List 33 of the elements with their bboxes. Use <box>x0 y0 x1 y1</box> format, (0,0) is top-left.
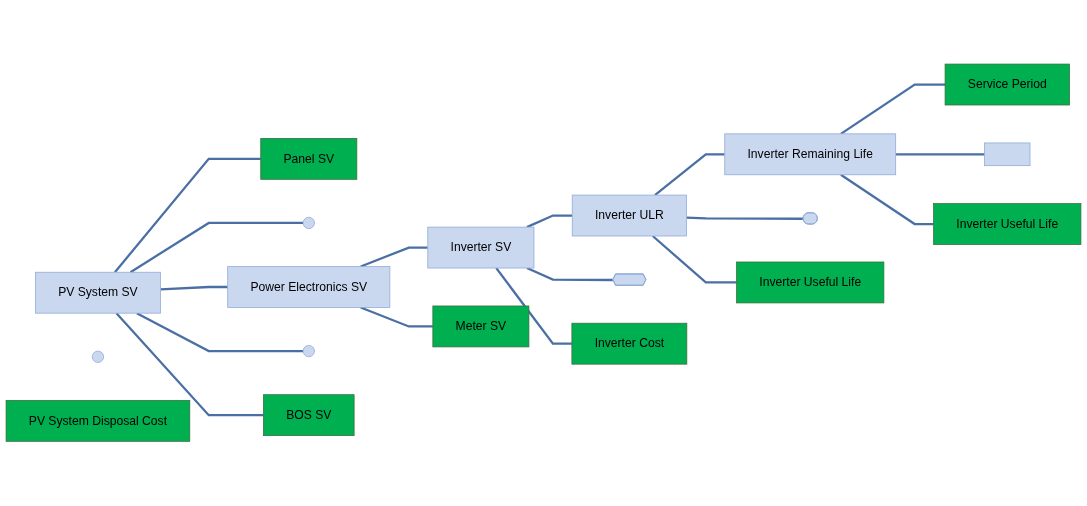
connector <box>360 246 428 268</box>
node-box: Inverter Remaining Life <box>724 133 897 176</box>
node-plus <box>302 217 315 230</box>
connector <box>895 153 985 156</box>
connector <box>360 306 433 328</box>
node-box: Inverter Useful Life <box>933 203 1082 246</box>
connector <box>160 286 228 291</box>
node-box: Service Period <box>944 64 1070 106</box>
node-plus <box>91 351 104 364</box>
connector <box>495 267 572 346</box>
node-box: PV System SV <box>35 272 161 314</box>
connector <box>652 235 737 284</box>
connector <box>115 312 264 417</box>
node-minus <box>984 142 1031 167</box>
connector <box>114 158 261 274</box>
connector <box>686 216 804 221</box>
node-box: BOS SV <box>263 394 355 437</box>
node-box: Inverter Useful Life <box>736 261 885 304</box>
connector <box>136 312 304 353</box>
node-box: PV System Disposal Cost <box>5 400 191 442</box>
node-plus <box>302 345 315 358</box>
node-box: Inverter SV <box>427 227 535 269</box>
connector <box>654 153 725 197</box>
node-box: Power Electronics SV <box>227 266 391 309</box>
connector <box>526 214 573 229</box>
connector <box>840 83 946 136</box>
node-box: Inverter Cost <box>571 323 688 365</box>
connector <box>526 267 614 282</box>
node-box: Inverter ULR <box>571 195 687 237</box>
connector <box>840 174 934 226</box>
node-box: Meter SV <box>432 305 530 348</box>
node-box: Panel SV <box>260 138 358 180</box>
connector <box>129 222 304 274</box>
